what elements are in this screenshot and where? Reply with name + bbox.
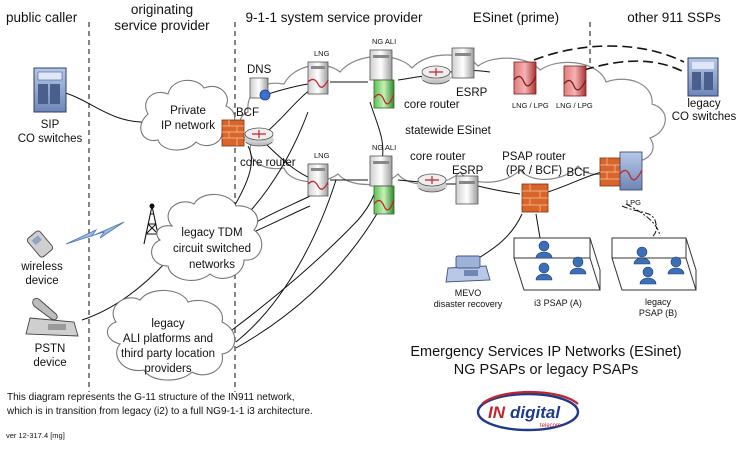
pstn-line1: PSTN <box>35 343 66 355</box>
header-originating-line2: service provider <box>114 18 210 33</box>
bcf-top-firewall <box>221 119 245 147</box>
legacy-tdm-cloud <box>151 193 263 281</box>
core-router-mid <box>417 173 447 193</box>
lng-top-server <box>307 61 329 95</box>
i3-psap-room <box>513 237 601 291</box>
lpg-server <box>619 151 643 191</box>
lpg-label: LPG <box>626 198 641 207</box>
mevo-phone-icon <box>445 255 491 283</box>
esrp-top-label: ESRP <box>456 87 488 99</box>
legacy-psap-room <box>611 237 697 291</box>
wireless-line2: device <box>25 275 58 287</box>
caption-line2: which is in transition from legacy (i2) … <box>6 406 313 417</box>
i3-psap-label: i3 PSAP (A) <box>534 298 582 308</box>
psap-router-line1: PSAP router <box>502 151 566 163</box>
lng-lpg-2-label: LNG / LPG <box>556 101 593 110</box>
tdm-line1: legacy TDM <box>181 227 242 239</box>
psap-router-firewall <box>521 183 549 213</box>
esinet-title-line1: Emergency Services IP Networks (ESinet) <box>410 344 681 360</box>
logo-brand-rest: digital <box>510 403 561 422</box>
esrp-mid-label: ESRP <box>452 165 484 177</box>
version-label: ver 12-317.4 [mg] <box>6 431 65 440</box>
i3-psap-operators-icon <box>535 240 587 281</box>
esinet-title-line2: NG PSAPs or legacy PSAPs <box>454 362 639 378</box>
tdm-line3: networks <box>189 259 235 271</box>
mevo-line2: disaster recovery <box>434 299 503 309</box>
pstn-phone-icon <box>25 297 79 337</box>
dns-label: DNS <box>247 64 272 76</box>
legacy-ali-cloud <box>106 289 236 381</box>
core-router-left-label: core router <box>240 157 296 169</box>
header-esinet-prime: ESinet (prime) <box>473 10 559 25</box>
legacy-co-line1: legacy <box>687 98 720 110</box>
lng-lpg-1-label: LNG / LPG <box>512 101 549 110</box>
lng-bottom-label: LNG <box>314 151 330 160</box>
ali-line4: providers <box>144 363 192 375</box>
indigital-logo: IN digital telecom <box>476 390 580 432</box>
pstn-line2: device <box>33 357 66 369</box>
legacy-psap-operators-icon <box>633 246 685 285</box>
ng-ali-top-server <box>369 49 395 109</box>
radio-signal-icon <box>65 221 125 245</box>
logo-sub: telecom <box>540 423 561 429</box>
legacy-co-switch <box>687 57 719 97</box>
bcf-right-firewall <box>599 157 623 187</box>
header-public-caller: public caller <box>6 10 78 25</box>
legacy-psap-line2: PSAP (B) <box>639 308 677 318</box>
wireless-phone-icon <box>26 230 54 258</box>
sip-co-switch <box>33 67 67 113</box>
wireless-line1: wireless <box>20 261 63 273</box>
ng-ali-top-label: NG ALI <box>372 37 396 46</box>
esrp-mid-server <box>455 175 479 205</box>
ng-ali-bottom-label: NG ALI <box>372 143 396 152</box>
lng-bottom-server <box>307 163 329 197</box>
private-ip-line1: Private <box>170 105 206 117</box>
esrp-top-server <box>451 47 475 79</box>
header-originating-line1: originating <box>131 2 193 17</box>
lng-lpg-server-1 <box>513 61 537 95</box>
logo-brand-in: IN <box>488 403 506 422</box>
ali-line2: ALI platforms and <box>123 333 213 345</box>
ng-ali-bottom-server <box>369 155 395 215</box>
core-router-left <box>244 127 274 147</box>
legacy-co-line2: CO switches <box>672 111 737 123</box>
legacy-co-links <box>533 45 685 73</box>
bcf-top-label: BCF <box>236 107 259 119</box>
private-ip-line2: IP network <box>161 120 215 132</box>
esinet-cloud <box>238 54 666 185</box>
ali-line3: third party location <box>121 348 215 360</box>
sip-label-line2: CO switches <box>18 133 83 145</box>
column-headers: public caller originating service provid… <box>6 2 721 33</box>
mevo-line1: MEVO <box>455 288 482 298</box>
header-other-ssps: other 911 SSPs <box>627 10 721 25</box>
bcf-right-label: BCF <box>567 167 590 179</box>
statewide-esinet-label: statewide ESinet <box>405 125 491 137</box>
caption-line1: This diagram represents the G-11 structu… <box>7 392 295 403</box>
psap-router-line2: (PR / BCF) <box>506 165 562 177</box>
tdm-line2: circuit switched <box>173 243 251 255</box>
dns-server <box>249 77 271 101</box>
lng-top-label: LNG <box>314 49 330 58</box>
core-router-top <box>421 65 451 85</box>
header-system-provider: 9-1-1 system service provider <box>245 10 423 25</box>
lng-lpg-server-2 <box>563 65 587 97</box>
core-router-mid-label: core router <box>410 151 466 163</box>
sip-label-line1: SIP <box>41 119 60 131</box>
core-router-top-label: core router <box>404 99 460 111</box>
ali-line1: legacy <box>151 318 184 330</box>
legacy-psap-line1: legacy <box>645 297 672 307</box>
